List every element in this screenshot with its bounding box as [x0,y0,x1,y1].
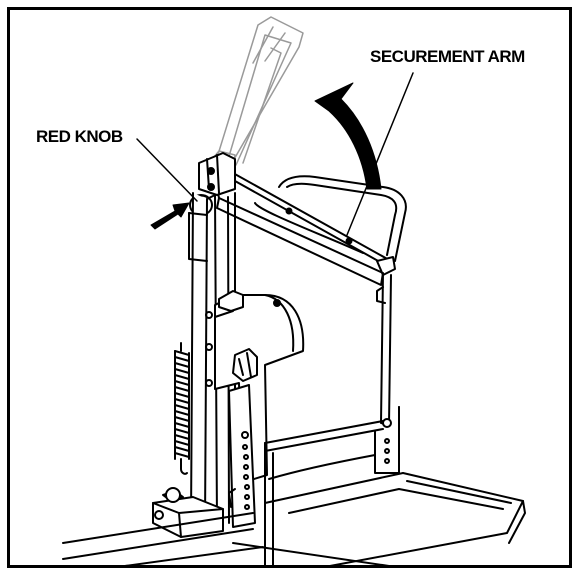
securement-arm [214,172,396,286]
raised-arm-ghost [208,16,304,172]
latch-housing [205,290,305,484]
vertical-post [188,192,218,526]
base-frame [62,487,390,565]
hinge-bracket [198,152,236,196]
wire-handle [278,175,407,262]
securement-arm-label: SECUREMENT ARM [370,47,525,66]
securement-arm-leader [346,72,414,236]
mechanism-illustration [62,16,526,565]
red-knob-label: RED KNOB [36,127,123,146]
figure-frame: SECUREMENT ARM RED KNOB [7,7,572,568]
adjustment-knob [232,348,258,382]
red-knob-leader [136,138,198,202]
knob-pointer-arrow [150,202,190,230]
latch-bar [228,384,256,528]
base-tray [264,406,526,565]
connecting-rod [374,272,400,474]
rotation-arrow [314,82,382,190]
coil-spring [174,342,190,475]
